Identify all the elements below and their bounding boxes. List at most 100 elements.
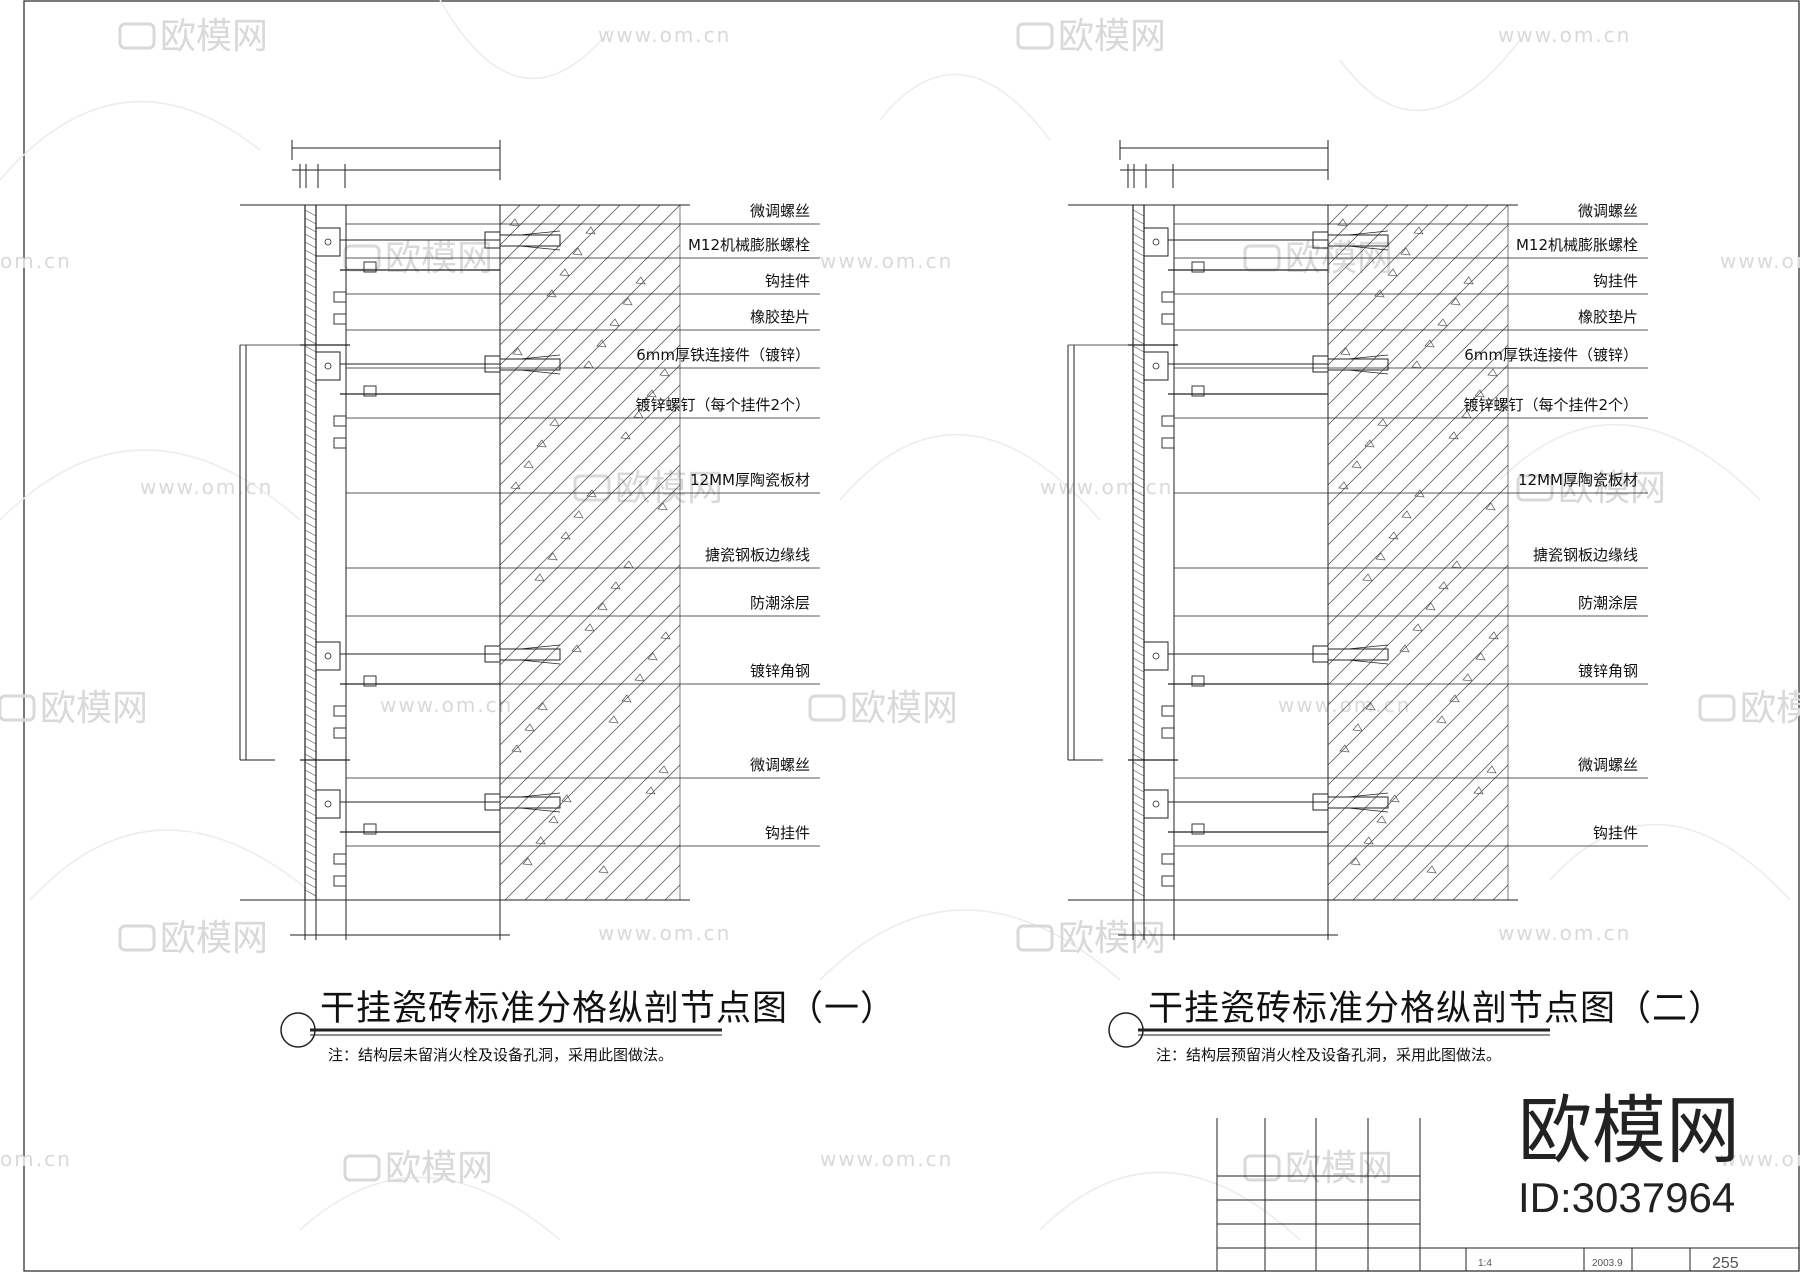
- callout-label: 搪瓷钢板边缘线: [705, 546, 810, 564]
- ceramic-panel-hatch: [304, 281, 317, 289]
- ceramic-panel-hatch: [1132, 681, 1145, 689]
- ceramic-panel-hatch: [1132, 417, 1145, 425]
- ceramic-panel-hatch: [304, 425, 317, 433]
- watermark-logo-text: 欧模网: [160, 16, 268, 57]
- ceramic-panel-hatch: [304, 689, 317, 697]
- detail-section-2: 微调螺丝M12机械膨胀螺栓钩挂件橡胶垫片6mm厚铁连接件（镀锌）镀锌螺钉（每个挂…: [1067, 140, 1723, 1064]
- title-block-sheet-number: 255: [1712, 1255, 1739, 1272]
- ceramic-panel-hatch: [304, 249, 317, 257]
- ceramic-panel-hatch: [304, 577, 317, 585]
- watermark-url-text: www.om.cn: [1720, 1147, 1800, 1171]
- watermark-logo-icon: [343, 1154, 381, 1182]
- ceramic-panel-hatch: [304, 241, 317, 249]
- watermark-logo-icon: [1016, 924, 1054, 952]
- ceramic-panel-hatch: [304, 337, 317, 345]
- ceramic-panel-hatch: [1132, 833, 1145, 841]
- ceramic-panel-hatch: [304, 697, 317, 705]
- callout-label: M12机械膨胀螺栓: [688, 236, 810, 254]
- watermark-url-partial: om.cn: [0, 249, 72, 273]
- ceramic-panel-hatch: [304, 833, 317, 841]
- ceramic-panel-hatch: [1132, 401, 1145, 409]
- ceramic-panel-hatch: [304, 409, 317, 417]
- ceramic-panel-hatch: [1132, 457, 1145, 465]
- ceramic-panel-hatch: [304, 857, 317, 865]
- ceramic-panel-hatch: [1132, 505, 1145, 513]
- callout-label: 6mm厚铁连接件（镀锌）: [1464, 346, 1638, 364]
- ceramic-panel-hatch: [304, 377, 317, 385]
- watermark-logo-text: 欧模网: [1058, 918, 1166, 959]
- ceramic-panel-hatch: [1132, 753, 1145, 761]
- callout-label: 搪瓷钢板边缘线: [1533, 546, 1638, 564]
- watermark-url-text: www.om.cn: [1498, 921, 1631, 945]
- ceramic-panel-hatch: [1132, 577, 1145, 585]
- watermark-url-text: www.om.cn: [598, 23, 731, 47]
- ceramic-panel-hatch: [1132, 705, 1145, 713]
- ceramic-panel-hatch: [304, 225, 317, 233]
- ceramic-panel-hatch: [304, 601, 317, 609]
- watermark-url-text: www.om.cn: [820, 1147, 953, 1171]
- ceramic-panel-hatch: [1132, 393, 1145, 401]
- callout-label: 镀锌角钢: [1578, 662, 1638, 680]
- detail-number-circle: [280, 1012, 316, 1048]
- ceramic-panel-hatch: [304, 777, 317, 785]
- ceramic-panel-hatch: [1132, 497, 1145, 505]
- title-block-date: 2003.9: [1592, 1258, 1623, 1269]
- ceramic-panel-hatch: [304, 633, 317, 641]
- ceramic-panel-hatch: [304, 737, 317, 745]
- ceramic-panel-hatch: [304, 593, 317, 601]
- ceramic-panel-hatch: [304, 385, 317, 393]
- ceramic-panel-hatch: [1132, 553, 1145, 561]
- ceramic-panel-hatch: [304, 825, 317, 833]
- ceramic-panel-hatch: [304, 673, 317, 681]
- ceramic-panel-hatch: [1132, 665, 1145, 673]
- watermark-url-text: www.om.cn: [1040, 475, 1173, 499]
- ceramic-panel-hatch: [1132, 241, 1145, 249]
- ceramic-panel-hatch: [304, 817, 317, 825]
- ceramic-panel-hatch: [304, 345, 317, 353]
- watermark-big-logo: 欧模网: [1518, 1089, 1740, 1172]
- ceramic-panel-hatch: [304, 625, 317, 633]
- ceramic-panel-hatch: [1132, 769, 1145, 777]
- ceramic-panel-hatch: [1132, 649, 1145, 657]
- ceramic-panel-hatch: [1132, 297, 1145, 305]
- callout-label: M12机械膨胀螺栓: [1516, 236, 1638, 254]
- watermark-logo-text: 欧模网: [1740, 688, 1800, 729]
- ceramic-panel-hatch: [1132, 369, 1145, 377]
- ceramic-panel-hatch: [1132, 625, 1145, 633]
- watermark-logo-text: 欧模网: [1558, 468, 1666, 509]
- ceramic-panel-hatch: [1132, 209, 1145, 217]
- watermark-logo-icon: [1243, 1154, 1281, 1182]
- ceramic-panel-hatch: [304, 361, 317, 369]
- ceramic-panel-hatch: [304, 641, 317, 649]
- watermark-url-text: www.om.cn: [1278, 693, 1411, 717]
- ceramic-panel-hatch: [304, 841, 317, 849]
- ceramic-panel-hatch: [1132, 441, 1145, 449]
- ceramic-panel-hatch: [304, 297, 317, 305]
- ceramic-panel-hatch: [304, 465, 317, 473]
- ceramic-panel-hatch: [304, 785, 317, 793]
- watermark-logo-text: 欧模网: [160, 918, 268, 959]
- ceramic-panel-hatch: [304, 681, 317, 689]
- watermark-logo-icon: [1698, 694, 1736, 722]
- ceramic-panel-hatch: [1132, 449, 1145, 457]
- ceramic-panel-hatch: [304, 721, 317, 729]
- concrete-wall-hatch: [500, 205, 680, 900]
- watermark-logo-icon: [118, 22, 156, 50]
- watermark-arcs: [0, 0, 1791, 1241]
- ceramic-panel-hatch: [1132, 825, 1145, 833]
- title-block-scale: 1:4: [1478, 1258, 1492, 1269]
- anchor-assembly-3: [315, 641, 561, 739]
- watermark-logo-text: 欧模网: [1285, 238, 1393, 279]
- ceramic-panel-hatch: [304, 649, 317, 657]
- callout-label: 镀锌螺钉（每个挂件2个）: [635, 396, 810, 414]
- ceramic-panel-hatch: [304, 569, 317, 577]
- watermark-logo-icon: [1016, 22, 1054, 50]
- callout-label: 镀锌螺钉（每个挂件2个）: [1463, 396, 1638, 414]
- ceramic-panel-hatch: [1132, 673, 1145, 681]
- ceramic-panel-hatch: [304, 417, 317, 425]
- anchor-assembly-2: [315, 351, 561, 449]
- watermark-logo-text: 欧模网: [40, 688, 148, 729]
- ceramic-panel-hatch: [1132, 545, 1145, 553]
- ceramic-panel-hatch: [1132, 849, 1145, 857]
